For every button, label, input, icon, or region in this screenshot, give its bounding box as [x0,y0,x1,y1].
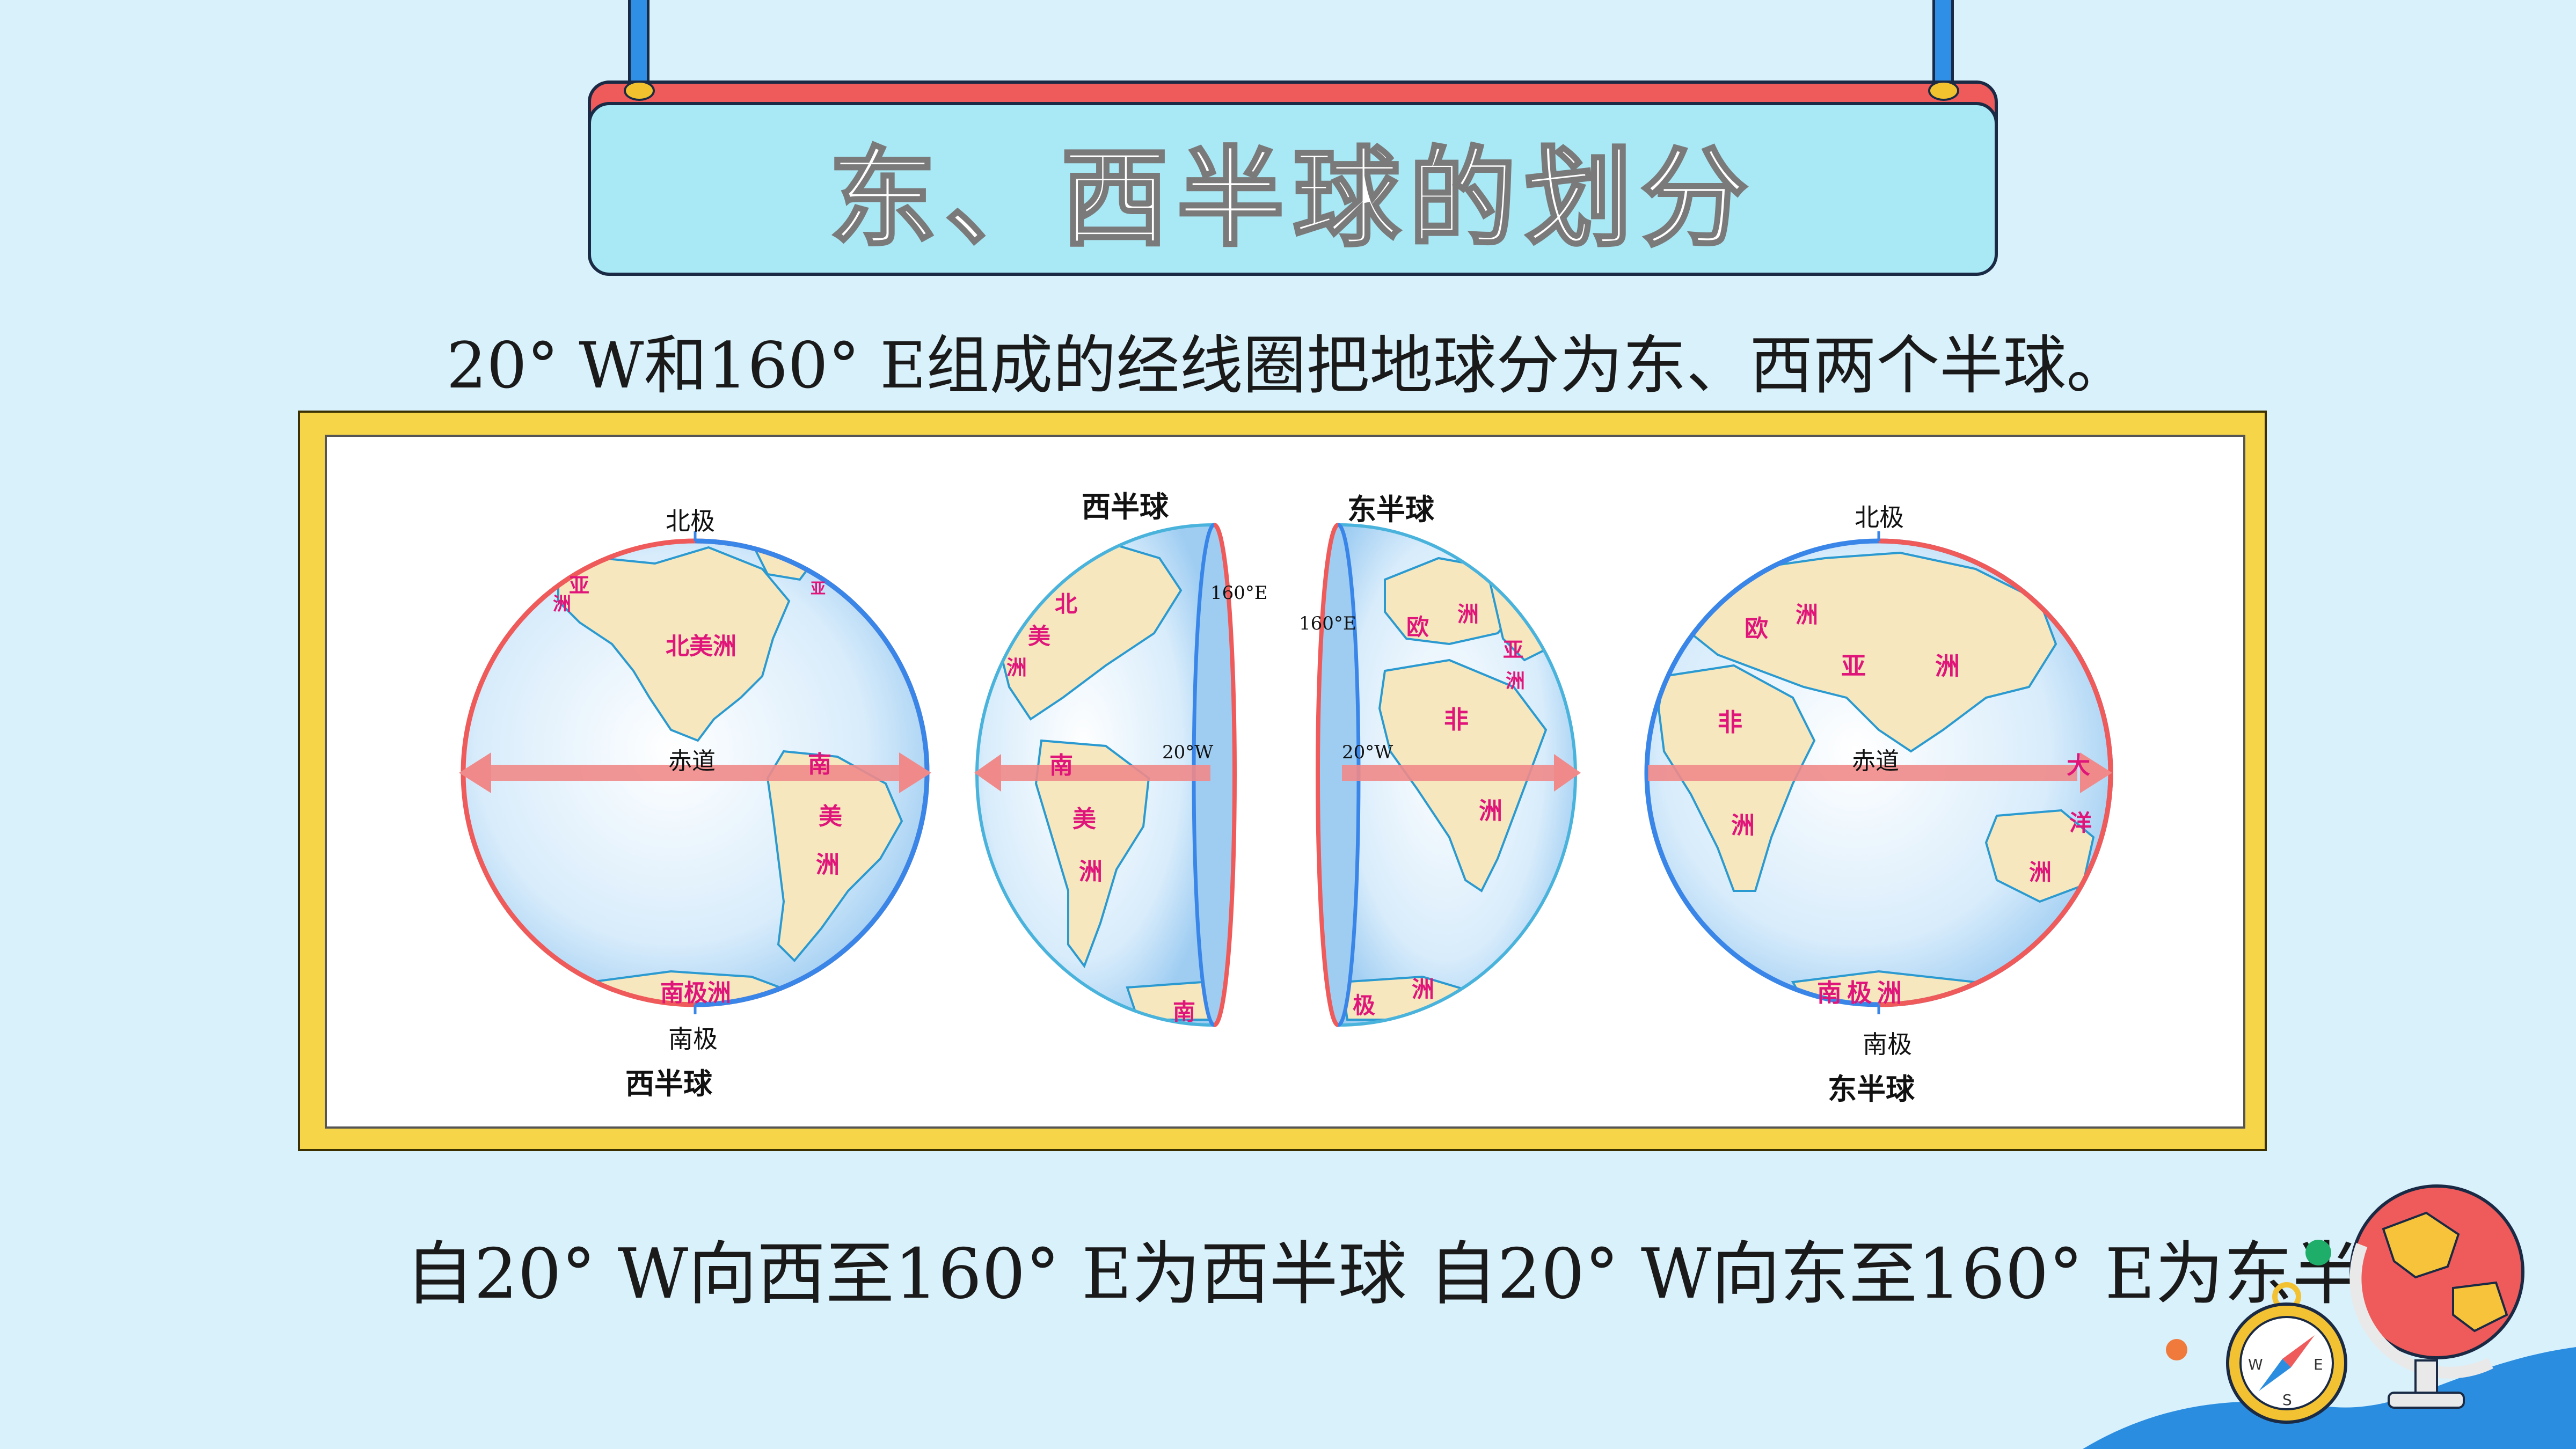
west-half-caption: 西半球 [1082,490,1169,524]
east-globe-north-pole-label: 北极 [1855,503,1904,532]
west-globe-caption: 西半球 [625,1067,712,1101]
west-half-globe [974,523,1237,1027]
east-globe-continent-4: 洲 [1935,652,1960,680]
east-half-continent-2: 洲 [1457,602,1479,627]
left-rope-knob [624,80,655,101]
compass-south-letter: S [2282,1391,2292,1409]
east-globe-continent-10: 南极洲 [1817,978,1907,1007]
east-globe-south-pole-label: 南极 [1863,1030,1912,1059]
decor-dot-orange [2166,1339,2187,1360]
west-globe-continent-7: 洲 [553,594,571,615]
west-globe-continent-6: 亚 [569,574,590,597]
decor-dot-green [2305,1240,2331,1265]
west-half-20w-label: 20°W [1162,742,1214,763]
east-hemisphere-globe [1644,531,2113,1014]
east-half-globe [1316,523,1581,1027]
hemisphere-definition-text: 自20° W向西至160° E为西半球 自20° W向东至160° E为东半球 [405,1234,2430,1314]
west-half-continent-2: 美 [1028,623,1051,649]
west-half-160e-label: 160°E [1210,582,1268,604]
east-half-caption: 东半球 [1347,493,1434,526]
east-globe-continent-3: 亚 [1841,652,1866,680]
title-sign: 东、西半球的划分 [588,102,1998,276]
west-globe-equator-label: 赤道 [668,748,716,775]
west-globe-continent-2: 南 [808,751,831,778]
east-half-continent-3: 亚 [1503,638,1524,662]
east-half-continent-1: 欧 [1406,614,1429,640]
east-half-160e-label: 160°E [1299,613,1356,634]
compass-east-letter: E [2314,1356,2323,1373]
east-globe-caption: 东半球 [1828,1072,1915,1106]
east-half-continent-8: 洲 [1412,976,1435,1002]
west-globe-north-pole-label: 北极 [666,507,715,536]
west-globe-continent-8: 亚 [811,580,826,597]
east-globe-continent-8: 洋 [2069,810,2092,836]
west-globe-south-pole-label: 南极 [668,1024,718,1053]
north-america-land [557,546,791,742]
east-globe-continent-9: 洲 [2029,859,2052,885]
east-globe-equator-label: 赤道 [1852,748,1899,775]
west-half-continent-6: 洲 [1079,858,1103,885]
west-half-continent-3: 洲 [1006,656,1027,679]
left-rope [628,0,650,89]
west-half-continent-7: 南 [1173,999,1196,1025]
east-globe-continent-5: 非 [1718,708,1742,737]
east-globe-continent-2: 洲 [1796,602,1819,628]
compass-west-letter: W [2248,1356,2263,1373]
right-rope-knob [1928,80,1959,101]
south-america-land [766,750,903,962]
antarctica-land [1126,980,1213,1021]
west-half-continent-1: 北 [1055,591,1078,617]
west-globe-continent-3: 美 [819,803,842,830]
east-globe-continent-7: 大 [2067,752,2090,779]
east-half-continent-5: 非 [1444,705,1469,734]
compass-icon: W E S [2226,1282,2347,1424]
west-globe-continent-4: 洲 [816,851,840,879]
australia-land [1984,809,2095,903]
east-half-continent-4: 洲 [1506,670,1526,692]
eurasia-land [1684,551,2057,753]
east-half-continent-6: 洲 [1479,797,1502,825]
globe-icon [2083,1184,2576,1449]
east-globe-continent-6: 洲 [1731,812,1755,839]
right-rope [1932,0,1954,89]
page-title: 东、西半球的划分 [828,135,1757,263]
west-half-continent-5: 美 [1072,806,1096,833]
west-half-continent-4: 南 [1049,752,1073,779]
west-globe-continent-5: 南极洲 [660,979,731,1007]
east-globe-continent-1: 欧 [1745,615,1768,642]
west-globe-continent-1: 北美洲 [666,633,736,660]
subtitle: 20° W和160° E组成的经线圈把地球分为东、西两个半球。 [446,328,2130,402]
east-half-20w-label: 20°W [1342,742,1393,763]
east-half-continent-7: 极 [1353,992,1376,1019]
